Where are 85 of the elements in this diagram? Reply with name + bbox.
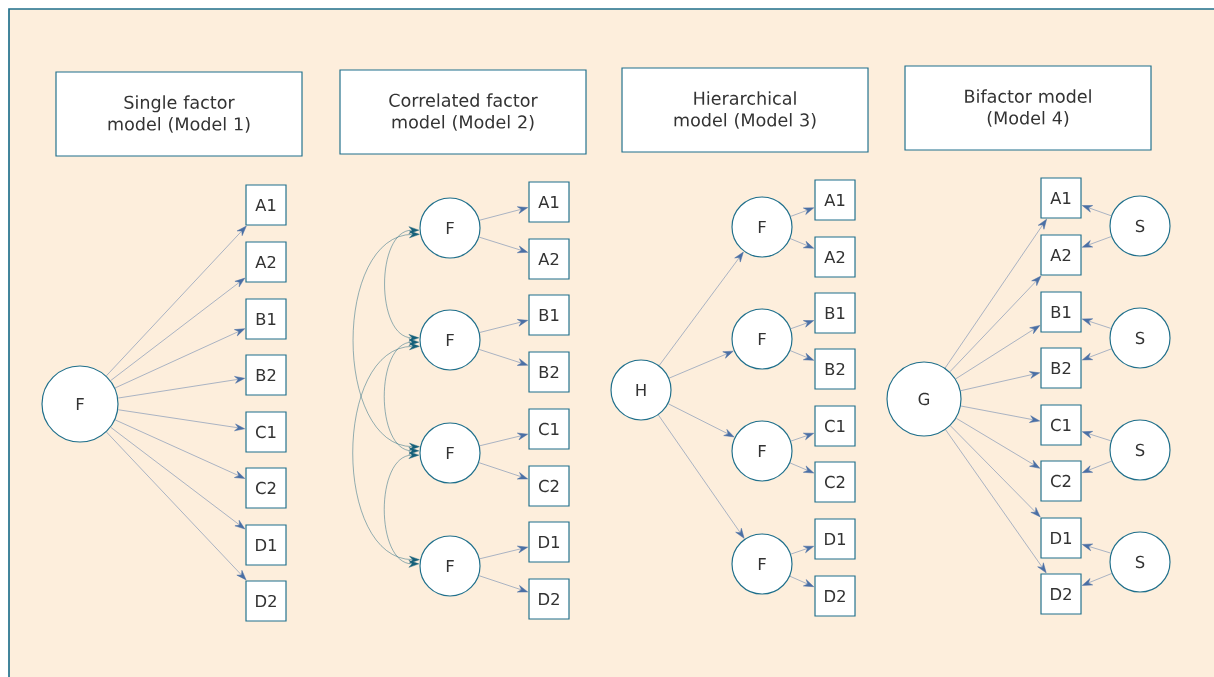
arrow: [659, 251, 744, 366]
item-box: A2: [1040, 234, 1082, 276]
arrow: [960, 405, 1040, 423]
item-box: B1: [528, 294, 570, 336]
item-box: A2: [245, 241, 287, 283]
arrow: [479, 206, 528, 221]
arrow: [352, 230, 420, 451]
arrow: [1082, 318, 1112, 329]
arrow: [790, 320, 814, 329]
arrow: [384, 226, 420, 342]
item-box: D1: [814, 518, 856, 560]
arrow: [110, 277, 246, 381]
arrow: [110, 427, 246, 530]
item-box: D2: [245, 580, 287, 622]
item-box: C1: [814, 405, 856, 447]
arrow: [944, 218, 1047, 369]
item-box: D2: [814, 575, 856, 617]
item-box: C2: [814, 461, 856, 503]
item-box: B1: [814, 292, 856, 334]
arrow: [950, 425, 1041, 518]
item-box: A1: [1040, 177, 1082, 219]
item-box: D1: [245, 524, 287, 566]
item-box: C2: [528, 465, 570, 507]
arrow: [790, 545, 814, 555]
arrow: [478, 462, 528, 480]
arrow: [960, 371, 1040, 391]
item-box: D2: [1040, 573, 1082, 615]
title-box: Bifactor model (Model 4): [904, 65, 1152, 151]
arrow: [658, 414, 745, 539]
item-box: B2: [1040, 347, 1082, 389]
arrow: [955, 325, 1041, 380]
arrow: [352, 342, 420, 564]
arrow: [479, 319, 528, 333]
arrow: [1082, 460, 1112, 473]
item-box: A1: [814, 179, 856, 221]
arrow: [114, 328, 245, 389]
item-box: A2: [528, 238, 570, 280]
arrow: [478, 575, 528, 593]
arrow: [384, 338, 420, 455]
item-box: B2: [528, 351, 570, 393]
item-box: C2: [245, 467, 287, 509]
item-box: B1: [1040, 291, 1082, 333]
item-box: A1: [528, 181, 570, 223]
arrow: [117, 409, 245, 431]
arrow: [1082, 573, 1112, 586]
title-box: Single factor model (Model 1): [55, 71, 303, 157]
item-box: C1: [245, 411, 287, 453]
arrow: [384, 451, 420, 568]
item-box: D1: [528, 521, 570, 563]
item-box: D1: [1040, 517, 1082, 559]
arrow: [106, 431, 247, 581]
arrow: [668, 350, 734, 379]
item-box: B2: [245, 354, 287, 396]
arrow: [479, 432, 528, 447]
arrow: [790, 432, 814, 442]
arrow: [478, 349, 528, 366]
item-box: A2: [814, 236, 856, 278]
arrow: [1082, 348, 1112, 361]
item-box: C1: [1040, 404, 1082, 446]
arrow: [956, 418, 1041, 469]
item-box: B2: [814, 348, 856, 390]
arrow: [945, 429, 1047, 574]
item-box: A1: [245, 184, 287, 226]
item-box: B1: [245, 298, 287, 340]
arrow: [790, 238, 814, 249]
arrow: [949, 275, 1042, 372]
arrow: [1082, 431, 1112, 441]
arrow: [668, 403, 735, 438]
title-box: Hierarchical model (Model 3): [621, 67, 869, 153]
arrow: [479, 545, 528, 560]
arrow: [114, 419, 245, 479]
arrow: [106, 225, 247, 377]
title-box: Correlated factor model (Model 2): [339, 69, 587, 155]
arrow: [1082, 205, 1112, 216]
arrow: [789, 462, 814, 474]
item-box: C2: [1040, 460, 1082, 502]
item-box: C1: [528, 408, 570, 450]
arrow: [790, 207, 814, 217]
arrow: [117, 376, 245, 399]
arrow: [1082, 236, 1112, 248]
arrow: [789, 576, 814, 587]
item-box: D2: [528, 578, 570, 620]
arrow: [478, 236, 528, 253]
arrow: [1082, 543, 1111, 554]
arrow: [790, 350, 814, 361]
